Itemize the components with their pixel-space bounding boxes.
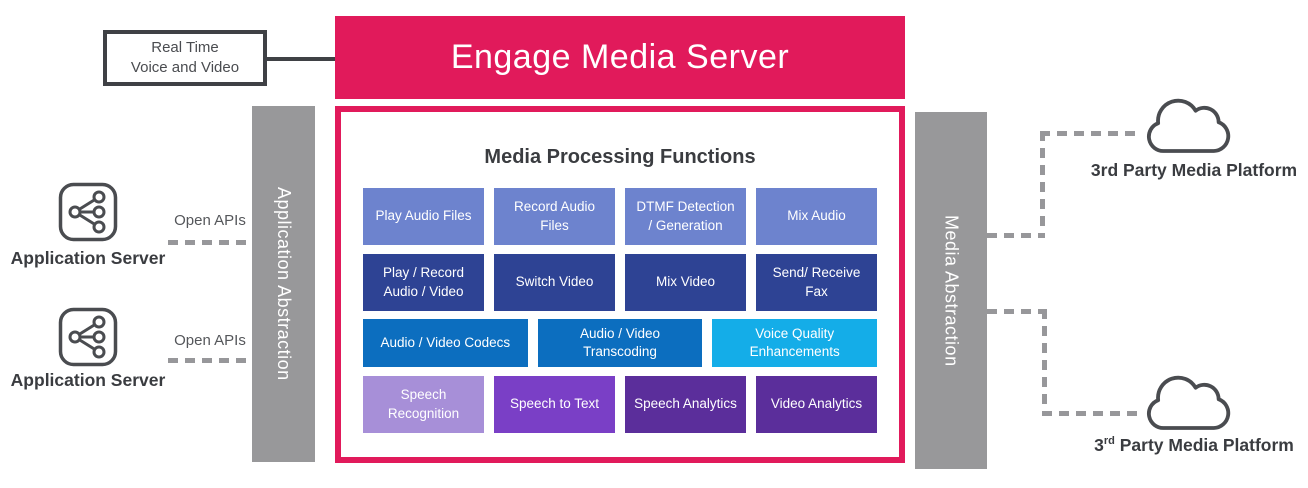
platform-dashed-connector <box>987 309 1045 314</box>
cloud-icon <box>1147 98 1231 153</box>
function-box: Mix Video <box>625 254 746 311</box>
banner-title: Engage Media Server <box>450 38 790 76</box>
function-box: Audio / Video Transcoding <box>537 319 703 367</box>
application-server-label: Application Server <box>10 248 166 268</box>
open-apis-dashed-connector <box>168 358 252 363</box>
realtime-voice-video-box: Real Time Voice and Video <box>103 30 267 86</box>
realtime-line2: Voice and Video <box>130 59 240 76</box>
platform-label: 3rd Party Media Platform <box>1085 435 1303 456</box>
function-box: Mix Audio <box>756 188 877 245</box>
function-row-2: Play / Record Audio / Video Switch Video… <box>363 254 877 311</box>
application-server-icon <box>58 307 118 367</box>
engage-media-server-banner: Engage Media Server <box>335 16 905 99</box>
function-box: Play Audio Files <box>363 188 484 245</box>
function-box: Switch Video <box>494 254 615 311</box>
platform-label-ordinal: rd <box>1103 435 1115 448</box>
open-apis-dashed-connector <box>168 240 252 245</box>
cloud-icon <box>1147 375 1231 430</box>
platform-dashed-connector <box>987 233 1043 238</box>
platform-dashed-connector <box>1042 411 1140 416</box>
function-box: Voice Quality Enhancements <box>712 319 878 367</box>
function-box: Record Audio Files <box>494 188 615 245</box>
function-box: Speech to Text <box>494 376 615 433</box>
platform-label-number: 3 <box>1094 435 1104 455</box>
function-box: Play / Record Audio / Video <box>363 254 484 311</box>
application-server-label: Application Server <box>10 370 166 390</box>
open-apis-label: Open APIs <box>174 212 246 229</box>
realtime-connector-line <box>267 57 335 61</box>
function-row-4: Speech Recognition Speech to Text Speech… <box>363 376 877 433</box>
panel-title: Media Processing Functions <box>484 146 756 168</box>
platform-dashed-connector <box>1040 131 1045 238</box>
platform-label-rest: Party Media Platform <box>1114 435 1294 455</box>
function-box: Video Analytics <box>756 376 877 433</box>
application-server-icon <box>58 182 118 242</box>
function-box: Send/ Receive Fax <box>756 254 877 311</box>
platform-dashed-connector <box>1040 131 1140 136</box>
application-abstraction-bar: Application Abstraction <box>252 106 315 462</box>
media-abstraction-bar: Media Abstraction <box>915 112 987 469</box>
platform-label: 3rd Party Media Platform <box>1090 160 1298 180</box>
open-apis-label: Open APIs <box>174 332 246 349</box>
application-abstraction-label: Application Abstraction <box>274 187 294 381</box>
media-processing-panel: Media Processing Functions Play Audio Fi… <box>335 106 905 463</box>
function-row-1: Play Audio Files Record Audio Files DTMF… <box>363 188 877 245</box>
platform-dashed-connector <box>1042 309 1047 416</box>
function-box: Speech Recognition <box>363 376 484 433</box>
function-box: DTMF Detection / Generation <box>625 188 746 245</box>
function-box: Audio / Video Codecs <box>363 319 528 367</box>
function-row-3: Audio / Video Codecs Audio / Video Trans… <box>363 319 878 367</box>
media-abstraction-label: Media Abstraction <box>941 214 962 367</box>
realtime-line1: Real Time <box>151 39 219 57</box>
function-box: Speech Analytics <box>625 376 746 433</box>
